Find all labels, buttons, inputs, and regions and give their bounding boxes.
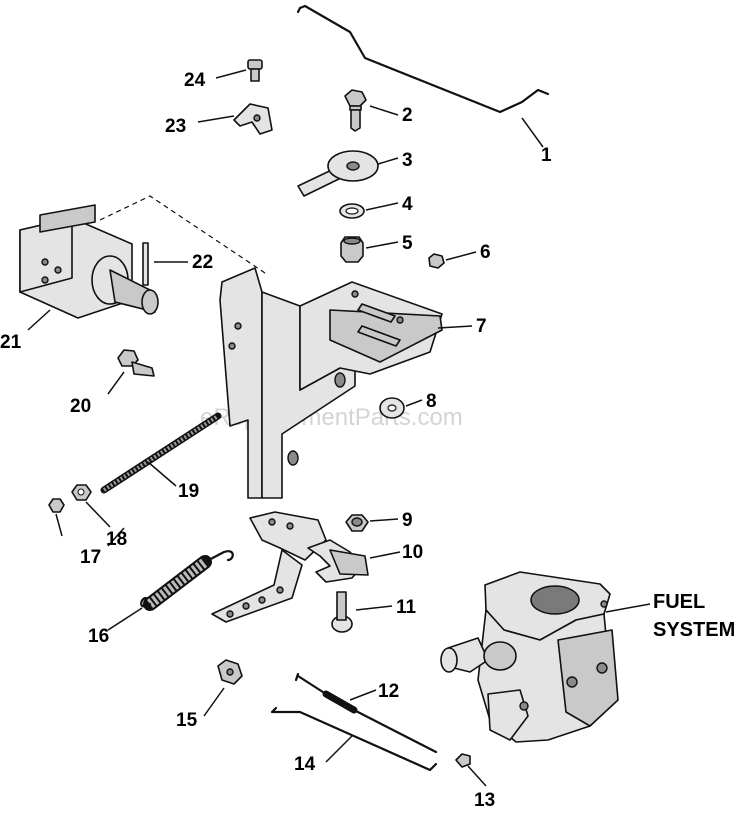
part-24-screw	[247, 59, 263, 82]
part-8-washer	[379, 397, 405, 419]
part-19-threaded-rod	[100, 412, 222, 494]
part-20-screw	[117, 349, 155, 377]
part-17-nut	[48, 498, 65, 513]
callout-5: 5	[402, 233, 413, 254]
callout-17: 17	[80, 547, 101, 568]
part-14-choke-rod	[270, 706, 438, 772]
callout-23: 23	[165, 116, 186, 137]
part-13-screw	[455, 753, 471, 768]
callout-2: 2	[402, 105, 413, 126]
part-5-bushing	[340, 236, 364, 263]
callout-16: 16	[88, 626, 109, 647]
part-9-nut	[345, 514, 369, 532]
carburetor	[440, 571, 619, 743]
callout-13: 13	[474, 790, 495, 811]
part-1-throttle-rod	[296, 4, 550, 114]
part-2-bolt	[344, 89, 367, 132]
part-15-clip	[217, 659, 243, 685]
part-7-bracket	[219, 267, 443, 499]
part-23-clip	[233, 103, 273, 135]
part-3-lever-plate	[297, 150, 379, 197]
part-6-nut	[428, 253, 445, 269]
part-16-spring	[140, 550, 234, 611]
callout-1: 1	[541, 145, 552, 166]
callout-3: 3	[402, 150, 413, 171]
leader-lines	[27, 69, 651, 787]
part-22-pin	[142, 242, 149, 286]
fuel-system-label-line2: SYSTEM	[653, 619, 735, 641]
callout-24: 24	[184, 70, 206, 91]
callout-14: 14	[294, 754, 316, 775]
alignment-line	[99, 195, 269, 276]
callout-9: 9	[402, 510, 413, 531]
callout-12: 12	[378, 681, 399, 702]
fuel-system-label-line1: FUEL	[653, 591, 705, 613]
callout-19: 19	[178, 481, 199, 502]
part-11-screw	[331, 591, 353, 633]
part-18-nut	[71, 484, 92, 501]
part-21-solenoid	[19, 204, 159, 319]
part-10-governor-lever	[211, 511, 369, 623]
callout-20: 20	[70, 396, 91, 417]
callout-6: 6	[480, 242, 491, 263]
part-4-washer	[339, 203, 365, 219]
callout-22: 22	[192, 252, 213, 273]
callout-4: 4	[402, 194, 413, 215]
callout-21: 21	[0, 332, 22, 353]
callout-10: 10	[402, 542, 423, 563]
callout-18: 18	[106, 529, 127, 550]
part-12-spring-link	[294, 672, 438, 754]
callout-11: 11	[396, 597, 417, 618]
callout-8: 8	[426, 391, 437, 412]
callout-7: 7	[476, 316, 487, 337]
callout-15: 15	[176, 710, 198, 731]
